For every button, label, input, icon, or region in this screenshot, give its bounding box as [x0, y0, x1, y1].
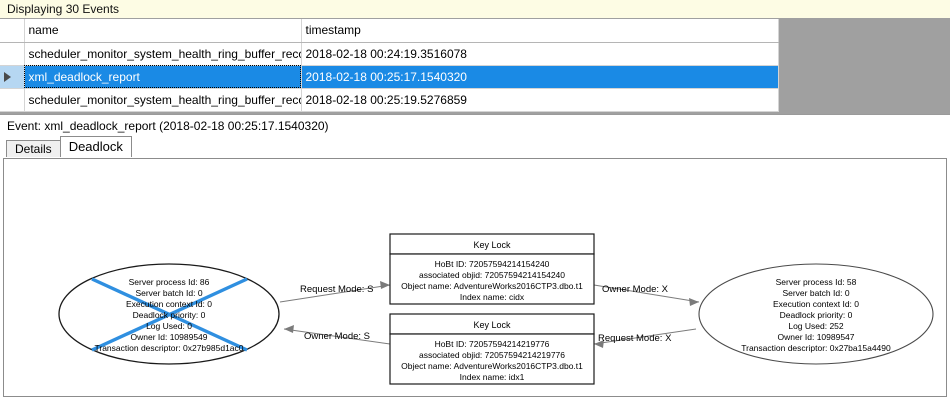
tab-details[interactable]: Details: [6, 140, 61, 157]
surviving-line-0: Server process Id: 58: [776, 277, 857, 287]
row-selector[interactable]: [0, 42, 25, 66]
resource-node-key-lock-bottom: Key Lock HoBt ID: 72057594214219776 asso…: [389, 313, 595, 385]
deadlock-graph-canvas[interactable]: Request Mode: S Owner Mode: X Owner Mode…: [3, 158, 947, 397]
cell-timestamp[interactable]: 2018-02-18 00:24:19.3516078: [301, 42, 779, 66]
edge-label-request-mode-s: Request Mode: S: [300, 284, 373, 295]
edge-arrow-owner-x: [689, 298, 699, 306]
edge-label-owner-mode-s: Owner Mode: S: [304, 331, 370, 342]
banner-label: Displaying 30 Events: [7, 2, 120, 16]
resource-bottom-line-2: Object name: AdventureWorks2016CTP3.dbo.…: [401, 361, 583, 371]
cell-timestamp[interactable]: 2018-02-18 00:25:19.5276859: [301, 88, 779, 112]
resource-top-line-1: associated objid: 72057594214154240: [419, 270, 565, 280]
cell-name[interactable]: xml_deadlock_report: [24, 65, 302, 89]
edge-line-owner-s: [283, 328, 391, 345]
event-caption: Event: xml_deadlock_report (2018-02-18 0…: [0, 115, 950, 136]
edge-label-request-mode-x: Request Mode: X: [598, 333, 672, 344]
column-header-selector: [0, 19, 25, 43]
resource-node-key-lock-top: Key Lock HoBt ID: 72057594214154240 asso…: [389, 233, 595, 305]
victim-line-4: Log Used: 0: [146, 321, 192, 331]
cell-name[interactable]: scheduler_monitor_system_health_ring_buf…: [24, 42, 302, 66]
cell-name[interactable]: scheduler_monitor_system_health_ring_buf…: [24, 88, 302, 112]
events-grid[interactable]: name timestamp scheduler_monitor_system_…: [0, 19, 779, 112]
process-node-victim: Server process Id: 86 Server batch Id: 0…: [58, 263, 280, 365]
table-row-selected[interactable]: xml_deadlock_report 2018-02-18 00:25:17.…: [0, 65, 779, 89]
row-selector-arrow-icon[interactable]: [0, 65, 25, 89]
resource-body-box-top: [389, 253, 595, 305]
tab-deadlock[interactable]: Deadlock: [59, 136, 132, 157]
victim-line-1: Server batch Id: 0: [135, 288, 202, 298]
edge-label-owner-mode-x: Owner Mode: X: [602, 284, 669, 295]
process-oval-surviving: [698, 263, 934, 365]
resource-top-line-3: Index name: cidx: [460, 292, 525, 302]
resource-top-line-0: HoBt ID: 72057594214154240: [435, 259, 550, 269]
displaying-events-banner: Displaying 30 Events: [0, 0, 950, 19]
victim-line-2: Execution context Id: 0: [126, 299, 212, 309]
events-grid-area: name timestamp scheduler_monitor_system_…: [0, 19, 950, 115]
tab-strip: Details Deadlock: [0, 136, 950, 157]
resource-bottom-line-3: Index name: idx1: [460, 372, 525, 382]
surviving-line-6: Transaction descriptor: 0x27ba15a4490: [741, 343, 891, 353]
victim-cross-icon: [91, 277, 248, 352]
resource-body-box-bottom: [389, 333, 595, 385]
row-selector[interactable]: [0, 88, 25, 112]
resource-title-top: Key Lock: [473, 240, 511, 250]
surviving-line-5: Owner Id: 10989547: [777, 332, 854, 342]
edge-arrow-request-s: [380, 281, 390, 289]
edge-line-request-s: [279, 284, 391, 303]
column-header-name[interactable]: name: [24, 19, 302, 43]
resource-bottom-line-0: HoBt ID: 72057594214219776: [435, 339, 550, 349]
surviving-line-1: Server batch Id: 0: [782, 288, 849, 298]
edge-arrow-owner-s: [284, 325, 294, 333]
edge-arrow-request-x: [594, 340, 604, 348]
edge-line-owner-x: [593, 284, 700, 303]
resource-top-line-2: Object name: AdventureWorks2016CTP3.dbo.…: [401, 281, 583, 291]
victim-line-0: Server process Id: 86: [129, 277, 210, 287]
resource-bottom-line-1: associated objid: 72057594214219776: [419, 350, 565, 360]
victim-line-5: Owner Id: 10989549: [130, 332, 207, 342]
surviving-line-3: Deadlock priority: 0: [780, 310, 853, 320]
event-caption-label: Event: xml_deadlock_report (2018-02-18 0…: [7, 118, 329, 133]
surviving-line-4: Log Used: 252: [788, 321, 844, 331]
table-row[interactable]: scheduler_monitor_system_health_ring_buf…: [0, 42, 779, 66]
process-node-surviving: Server process Id: 58 Server batch Id: 0…: [698, 263, 934, 365]
column-header-timestamp[interactable]: timestamp: [301, 19, 779, 43]
resource-title-bottom: Key Lock: [473, 320, 511, 330]
table-row[interactable]: scheduler_monitor_system_health_ring_buf…: [0, 88, 779, 112]
victim-line-6: Transaction descriptor: 0x27b985d1ac0: [95, 343, 244, 353]
surviving-line-2: Execution context Id: 0: [773, 299, 859, 309]
victim-line-3: Deadlock priority: 0: [133, 310, 206, 320]
events-grid-header-row: name timestamp: [0, 19, 779, 43]
cell-timestamp[interactable]: 2018-02-18 00:25:17.1540320: [301, 65, 779, 89]
edge-line-request-x: [593, 328, 697, 345]
